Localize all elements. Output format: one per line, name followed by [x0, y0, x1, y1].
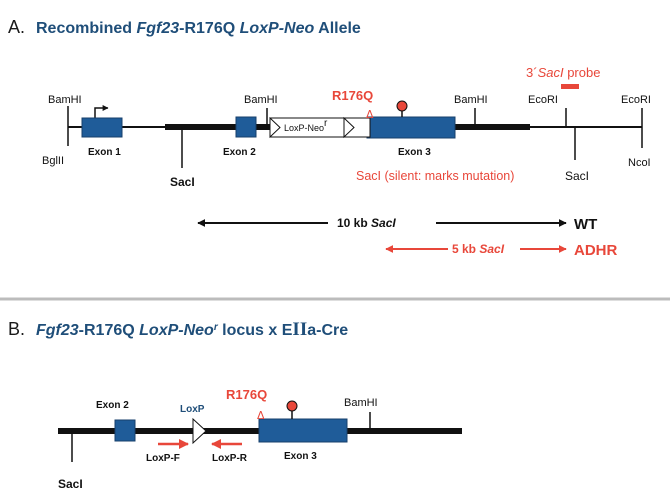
panel-a: A. Recombined Fgf23-R176Q LoxP-Neo Allel… — [8, 17, 651, 259]
adhr-allele-label: ADHR — [574, 242, 617, 259]
cassette-label-superscript: r — [324, 118, 328, 129]
title-segment: -R176Q — [179, 20, 239, 37]
site-ecori-1: EcoRI — [528, 94, 558, 106]
site-bamhi-b: BamHI — [344, 397, 378, 409]
site-saci-b: SacI — [58, 477, 83, 491]
title-segment: LoxP-Neo — [240, 20, 315, 37]
probe-label-suffix: probe — [564, 65, 601, 80]
loxp-label: LoxP — [180, 404, 205, 415]
mutation-delta-icon-b: Δ — [257, 409, 265, 422]
wt-allele-label: WT — [574, 216, 597, 233]
exon-2-box — [235, 116, 257, 138]
title-segment: Allele — [314, 20, 361, 37]
title-segment: a-Cre — [307, 322, 348, 339]
mutation-delta-icon: Δ — [366, 108, 374, 121]
panel-a-title: Recombined Fgf23-R176Q LoxP-Neo Allele — [36, 20, 361, 37]
site-bamhi-1: BamHI — [48, 94, 82, 106]
panel-b-letter: B. — [8, 319, 25, 339]
exon-3-label-b: Exon 3 — [284, 451, 317, 462]
adhr-size-enzyme: SacI — [479, 242, 504, 256]
mutation-label: R176Q — [332, 88, 373, 103]
title-segment: locus x E — [218, 322, 293, 339]
silent-saci-label: SacI (silent: marks mutation) — [356, 169, 514, 183]
cassette-label-text: LoxP-Neo — [284, 123, 324, 133]
exon-2-label: Exon 2 — [223, 147, 256, 158]
site-ncoi: NcoI — [628, 157, 651, 169]
mutation-lollipop-icon-b — [286, 400, 298, 412]
probe-label: 3´SacI probe — [526, 65, 600, 80]
exon-2-label-b: Exon 2 — [96, 400, 129, 411]
transcription-start-arrow-icon — [94, 105, 109, 118]
panel-b-title: Fgf23-R176Q LoxP-Neor locus x EIIa-Cre — [36, 319, 348, 340]
site-saci-1: SacI — [170, 175, 195, 189]
site-bglii: BglII — [42, 155, 64, 167]
wt-size-enzyme: SacI — [371, 216, 396, 230]
title-segment: II — [292, 319, 307, 340]
title-segment: -R176Q — [79, 322, 139, 339]
site-saci-2: SacI — [565, 169, 589, 183]
probe-label-enzyme: SacI — [538, 65, 564, 80]
exon-2-box-b — [114, 419, 136, 442]
site-bamhi-2: BamHI — [244, 94, 278, 106]
probe-bar — [561, 84, 579, 89]
title-segment: Recombined — [36, 20, 136, 37]
panel-a-letter: A. — [8, 17, 25, 37]
wt-fragment-size: 10 kb SacI — [337, 216, 396, 230]
adhr-fragment-size: 5 kb SacI — [452, 242, 505, 256]
primer-r-label: LoxP-R — [212, 453, 248, 464]
title-segment: r — [214, 322, 219, 333]
probe-label-prefix: 3´ — [526, 65, 538, 80]
exon-1-box — [81, 117, 123, 138]
title-segment: LoxP-Neo — [139, 322, 214, 339]
panel-b: B. Fgf23-R176Q LoxP-Neor locus x EIIa-Cr… — [8, 319, 462, 491]
adhr-size-text: 5 kb — [452, 242, 479, 256]
site-ecori-2: EcoRI — [621, 94, 651, 106]
site-bamhi-3: BamHI — [454, 94, 488, 106]
loxp-triangle-left-icon — [269, 116, 281, 139]
primer-f-label: LoxP-F — [146, 453, 180, 464]
cassette-label: LoxP-Neor — [284, 118, 328, 134]
exon-3-label: Exon 3 — [398, 147, 431, 158]
exon-1-label: Exon 1 — [88, 147, 121, 158]
loxp-triangle-right-icon — [343, 116, 355, 139]
title-segment: Fgf23 — [36, 322, 79, 339]
exon-3-box — [366, 116, 456, 139]
loxp-triangle-icon — [192, 417, 207, 445]
mutation-label-b: R176Q — [226, 387, 267, 402]
title-segment: Fgf23 — [136, 20, 179, 37]
wt-size-text: 10 kb — [337, 216, 371, 230]
exon-3-box-b — [258, 418, 348, 443]
mutation-lollipop-icon — [396, 100, 408, 112]
